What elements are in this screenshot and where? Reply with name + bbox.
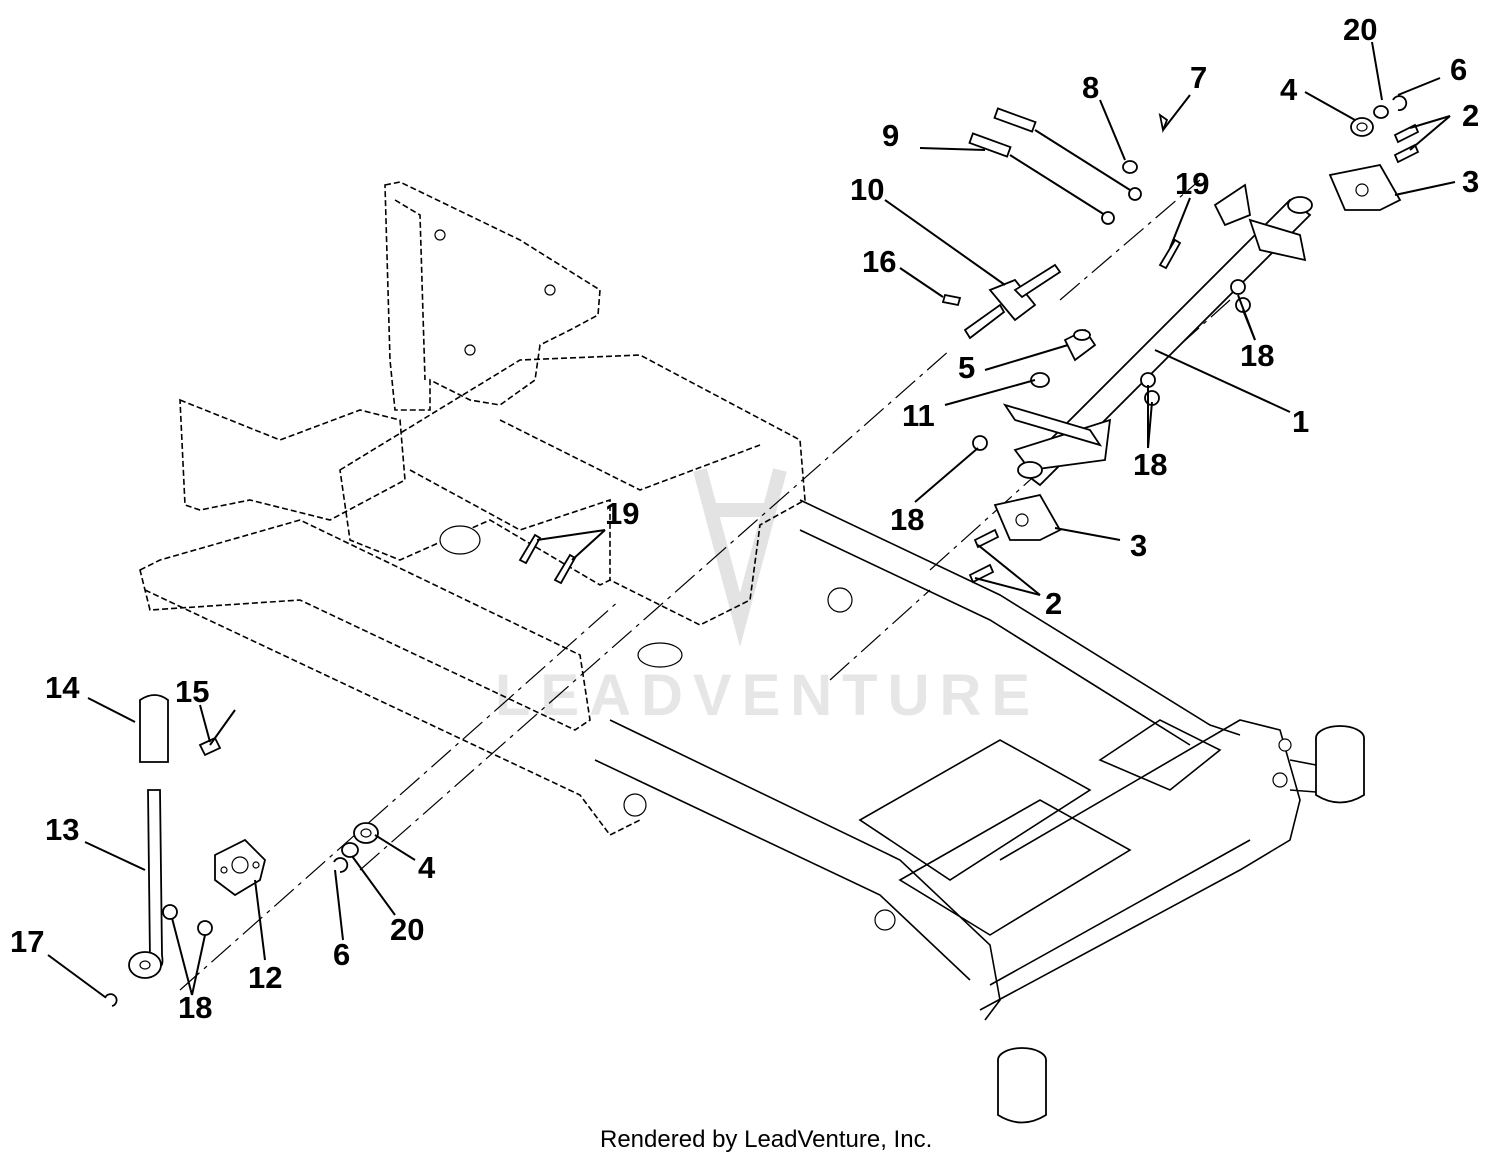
washer-lower xyxy=(341,842,359,858)
callout-15: 15 xyxy=(175,674,209,709)
e-clip-lower xyxy=(333,857,349,873)
leader-lines xyxy=(47,41,1456,998)
nuts-18 xyxy=(162,279,1251,936)
callout-14: 14 xyxy=(45,670,80,705)
callout-3-upper: 3 xyxy=(1462,164,1479,199)
callout-13: 13 xyxy=(45,812,79,847)
callout-4-upper: 4 xyxy=(1280,72,1298,107)
callout-6-upper: 6 xyxy=(1450,52,1467,87)
bushing-upper xyxy=(1350,117,1374,137)
caster-tube-rear xyxy=(997,1047,1047,1124)
callout-10: 10 xyxy=(850,172,884,207)
callout-1: 1 xyxy=(1292,404,1309,439)
callout-8: 8 xyxy=(1082,70,1099,105)
bracket-upper xyxy=(1328,163,1402,211)
callout-11: 11 xyxy=(902,398,935,433)
bushing-lower xyxy=(353,822,379,844)
nut-8 xyxy=(1122,160,1138,174)
bolt-19-upper xyxy=(1158,238,1182,270)
cotter-pin-7 xyxy=(1158,112,1169,134)
pin-16 xyxy=(941,293,962,307)
callout-5: 5 xyxy=(958,350,975,385)
callout-20-lower: 20 xyxy=(390,912,424,947)
clip-17 xyxy=(104,993,118,1007)
watermark-text: LEADVENTURE xyxy=(495,663,1040,728)
bracket-lower xyxy=(993,493,1062,541)
callout-12: 12 xyxy=(248,960,282,995)
callout-3-lower: 3 xyxy=(1130,528,1147,563)
callout-18-bottom: 18 xyxy=(178,990,212,1025)
handle-grip xyxy=(139,694,169,763)
washer-11 xyxy=(1030,372,1050,388)
callout-2-upper: 2 xyxy=(1462,98,1479,133)
mower-frame xyxy=(139,181,1365,1124)
control-cables xyxy=(968,107,1142,225)
pivot-bracket xyxy=(963,263,1062,340)
cross-shaft xyxy=(1002,183,1313,487)
watermark-logo xyxy=(693,468,787,648)
callout-17: 17 xyxy=(10,924,44,959)
callout-18-right: 18 xyxy=(1240,338,1274,373)
link-sleeve xyxy=(1063,328,1097,362)
caster-tube-front xyxy=(1289,725,1365,804)
callout-20-upper: 20 xyxy=(1343,12,1377,47)
footer-credit: Rendered by LeadVenture, Inc. xyxy=(600,1126,932,1153)
callout-7: 7 xyxy=(1190,60,1207,95)
callout-18-center: 18 xyxy=(1133,447,1167,482)
bolts-upper xyxy=(1393,123,1420,164)
callout-6-lower: 6 xyxy=(333,937,350,972)
callout-9: 9 xyxy=(882,118,899,153)
assembly-center-lines xyxy=(179,179,1231,991)
bolts-lower xyxy=(968,528,1000,584)
callout-19-lower: 19 xyxy=(605,496,639,531)
lever-arm xyxy=(128,789,164,979)
e-clip-upper xyxy=(1392,95,1408,111)
callout-2-lower: 2 xyxy=(1045,586,1062,621)
callout-labels: 20 6 4 2 3 8 7 9 10 19 16 18 5 1 11 18 1… xyxy=(10,12,1479,1025)
callout-4-lower: 4 xyxy=(418,850,436,885)
flange-bearing xyxy=(214,838,266,897)
frame-holes xyxy=(434,229,1292,931)
callout-19-upper: 19 xyxy=(1175,166,1209,201)
callout-18-left: 18 xyxy=(890,502,924,537)
bolt-15 xyxy=(198,709,236,757)
washer-upper xyxy=(1373,105,1389,119)
callout-16: 16 xyxy=(862,244,896,279)
